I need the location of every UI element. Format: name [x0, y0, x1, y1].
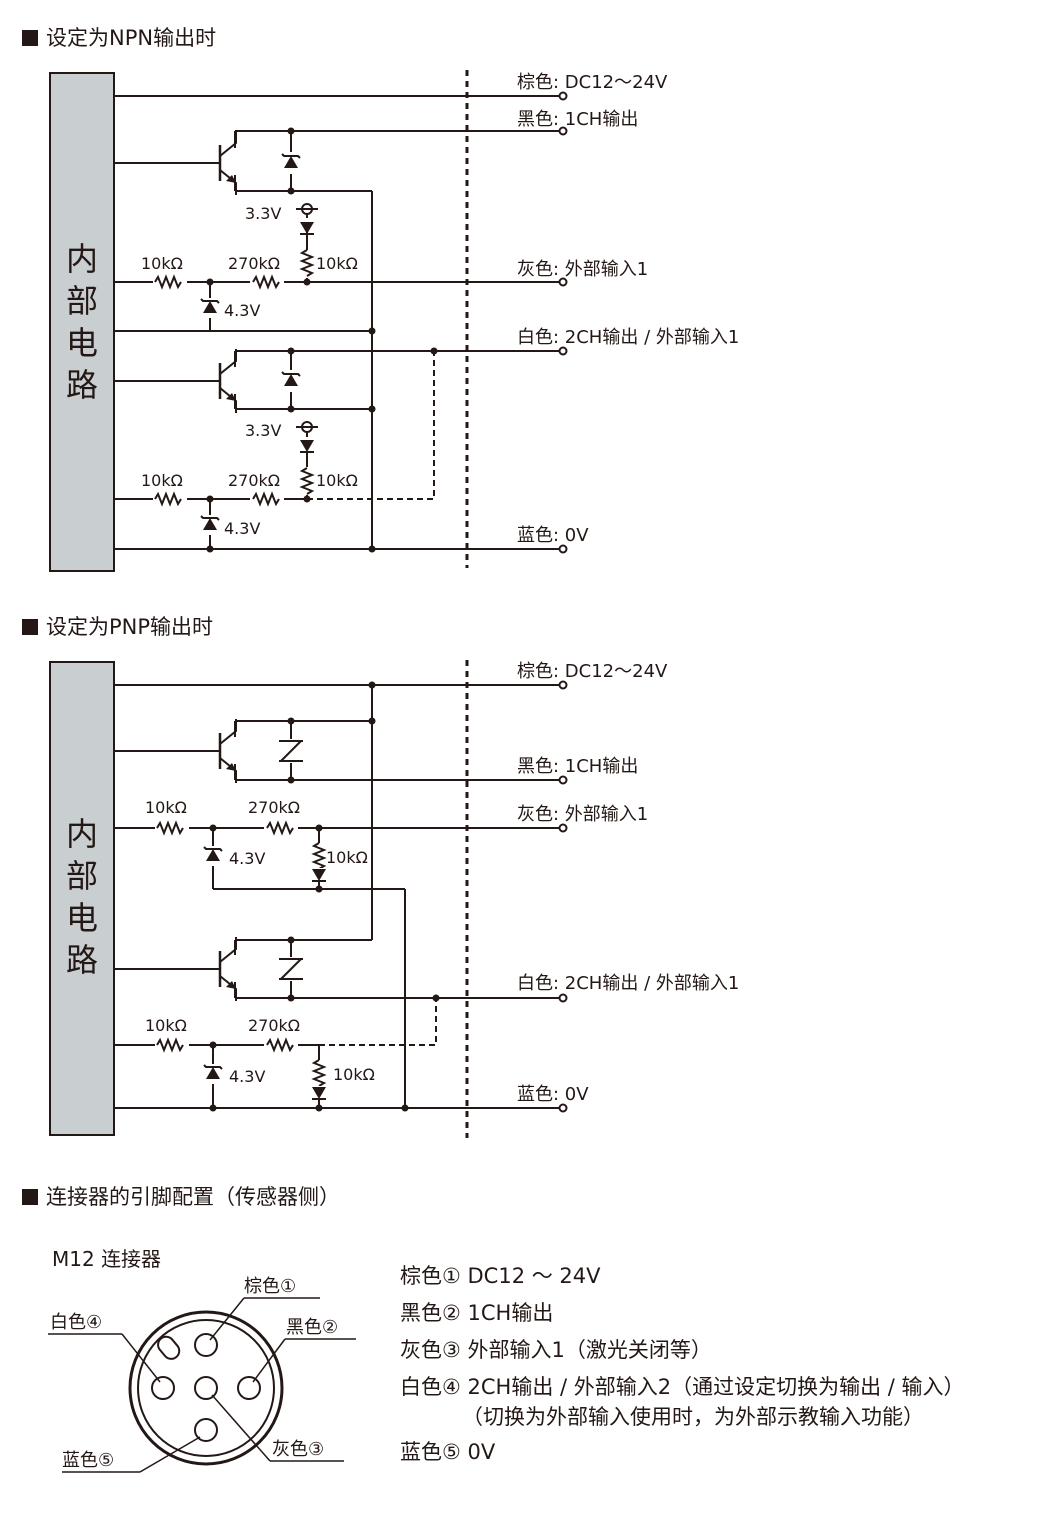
pnp-zener-label-2: 4.3V	[229, 1067, 265, 1086]
legend-line-1: 棕色① DC12 ～ 24V	[400, 1264, 601, 1288]
pnp-rin-label-2: 10kΩ	[145, 1016, 187, 1035]
pnp-rseries-label-2: 270kΩ	[248, 1016, 300, 1035]
npn-title-text: 设定为NPN输出时	[46, 26, 217, 50]
pin-1	[194, 1333, 218, 1357]
npn-zener-label: 4.3V	[224, 301, 260, 320]
connector-pins	[151, 1333, 261, 1442]
pin3-label: 灰色③	[272, 1439, 324, 1460]
svg-text:路: 路	[66, 941, 98, 979]
square-bullet-icon	[22, 1189, 38, 1205]
npn-rin-label-2: 10kΩ	[141, 471, 183, 490]
transistor-ch2-icon	[188, 347, 238, 415]
svg-text:内: 内	[66, 815, 98, 853]
pin-2	[237, 1376, 261, 1400]
pin-3	[194, 1376, 218, 1400]
pnp-rin-label: 10kΩ	[145, 798, 187, 817]
npn-brown-label: 棕色: DC12～24V	[517, 72, 668, 93]
legend-line-5: （切换为外部输入使用时，为外部示教输入功能）	[462, 1405, 924, 1429]
transistor-ch1-icon	[188, 129, 238, 197]
legend-line-3: 灰色③ 外部输入1（激光关闭等）	[400, 1338, 712, 1362]
pnp-section-title: 设定为PNP输出时	[22, 614, 213, 640]
pin1-label: 棕色①	[244, 1276, 296, 1297]
svg-text:电: 电	[66, 324, 98, 362]
pnp-title-text: 设定为PNP输出时	[46, 615, 214, 639]
pnp-brown-label: 棕色: DC12～24V	[517, 661, 668, 682]
transistor-pnp-ch2-icon	[188, 935, 238, 1003]
pnp-rseries-label: 270kΩ	[248, 798, 300, 817]
wire-terminals	[558, 91, 568, 554]
npn-supply-label-2: 3.3V	[245, 421, 281, 440]
pnp-blue-label: 蓝色: 0V	[517, 1084, 589, 1105]
legend-line-4: 白色④ 2CH输出 / 外部输入2（通过设定切换为输出 / 输入）	[400, 1375, 965, 1399]
pnp-zener-label: 4.3V	[229, 849, 265, 868]
connector-name: M12 连接器	[52, 1247, 161, 1271]
npn-white-label: 白色: 2CH输出 / 外部输入1	[517, 327, 739, 348]
svg-text:电: 电	[66, 899, 98, 937]
legend-line-2: 黑色② 1CH输出	[400, 1301, 554, 1325]
npn-zener-label-2: 4.3V	[224, 519, 260, 538]
pnp-black-label: 黑色: 1CH输出	[517, 756, 638, 777]
pin2-label: 黑色②	[286, 1317, 338, 1338]
svg-text:内: 内	[66, 240, 98, 278]
pinout-section-title: 连接器的引脚配置（传感器侧）	[22, 1184, 340, 1210]
svg-text:部: 部	[66, 282, 98, 320]
internal-circuit-box-pnp	[49, 661, 115, 1136]
pin4-label: 白色④	[50, 1312, 102, 1333]
pnp-rpull-label-2: 10kΩ	[333, 1065, 375, 1084]
pin-4	[151, 1376, 175, 1400]
npn-rpull-label: 10kΩ	[316, 254, 358, 273]
npn-supply-label: 3.3V	[245, 204, 281, 223]
pnp-rpull-label: 10kΩ	[326, 848, 368, 867]
npn-rin-label: 10kΩ	[141, 254, 183, 273]
npn-blue-label: 蓝色: 0V	[517, 525, 589, 546]
npn-rseries-label: 270kΩ	[228, 254, 280, 273]
key-notch	[157, 1335, 181, 1360]
npn-black-label: 黑色: 1CH输出	[517, 109, 638, 130]
svg-text:路: 路	[66, 366, 98, 404]
pnp-diagram: 内 部 电 路	[49, 660, 739, 1138]
npn-section-title: 设定为NPN输出时	[22, 25, 216, 51]
pnp-gray-label: 灰色: 外部输入1	[517, 804, 648, 825]
internal-circuit-label-pnp: 内 部 电 路	[66, 815, 98, 979]
m12-connector: M12 连接器 棕色① 黑色② 白色④ 蓝色	[48, 1247, 356, 1473]
svg-text:部: 部	[66, 857, 98, 895]
npn-rpull-label-2: 10kΩ	[316, 471, 358, 490]
legend-line-6: 蓝色⑤ 0V	[400, 1440, 496, 1464]
square-bullet-icon	[22, 619, 38, 635]
junction-dots	[206, 127, 438, 553]
square-bullet-icon	[22, 30, 38, 46]
npn-gray-label: 灰色: 外部输入1	[517, 259, 648, 280]
internal-circuit-label: 内 部 电 路	[66, 240, 98, 404]
transistor-pnp-ch1-icon	[188, 717, 238, 785]
pinout-title-text: 连接器的引脚配置（传感器侧）	[46, 1185, 340, 1209]
pnp-white-label: 白色: 2CH输出 / 外部输入1	[517, 973, 739, 994]
internal-circuit-box	[49, 72, 115, 572]
pin5-label: 蓝色⑤	[62, 1450, 114, 1471]
npn-rseries-label-2: 270kΩ	[228, 471, 280, 490]
npn-diagram: 内 部 电 路	[49, 70, 739, 572]
pin-5	[194, 1418, 218, 1442]
